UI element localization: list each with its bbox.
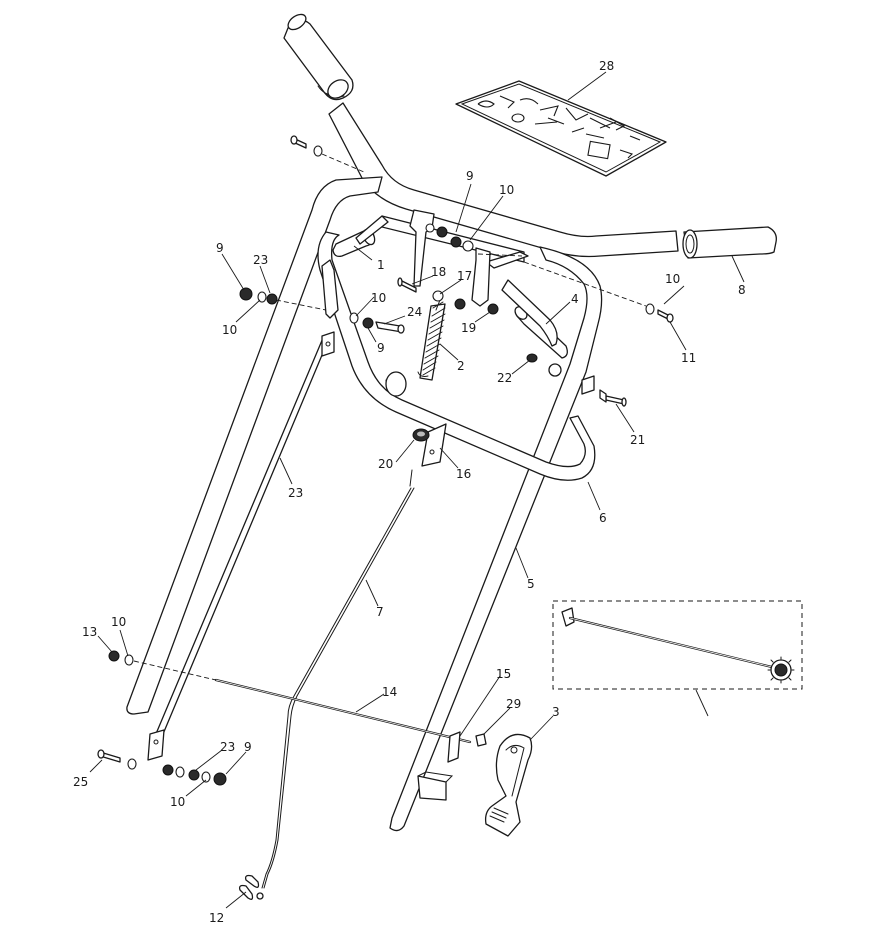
part-24-link-rod [147, 259, 339, 761]
lower-left-hardware-13-10 [108, 650, 217, 681]
callout-10: 10 [665, 272, 680, 286]
callout-16: 16 [456, 467, 471, 481]
part-6-lower-frame [317, 231, 596, 481]
callout-11: 11 [681, 351, 696, 365]
top-bolt-hardware [290, 135, 365, 173]
callout-1: 1 [377, 258, 385, 272]
callout-23: 23 [253, 253, 268, 267]
part-22-nut [526, 353, 562, 377]
callout-3: 3 [552, 705, 560, 719]
callout-27: 28 [599, 59, 614, 73]
part-5-handle-frame [126, 176, 603, 832]
part-3-pedal [484, 733, 533, 837]
top-center-hardware [425, 223, 523, 257]
part-28-pin [475, 733, 487, 747]
knob-icon [767, 656, 795, 684]
callout-14: 14 [382, 685, 397, 699]
callout-19: 19 [461, 321, 476, 335]
callout-21: 21 [630, 433, 645, 447]
callout-23: 23 [220, 740, 235, 754]
rear-tube [501, 279, 558, 347]
callout-24: 23 [288, 486, 303, 500]
callout-26: 25 [73, 775, 88, 789]
callout-13: 13 [82, 625, 97, 639]
hardware-25-9-10 [349, 312, 405, 334]
callout-25: 24 [407, 305, 422, 319]
callout-20: 20 [378, 457, 393, 471]
part-29-rod-assembly [552, 600, 803, 690]
callout-9: 9 [216, 241, 224, 255]
callout-7: 7 [376, 605, 384, 619]
lower-hardware-26-23-9-10 [97, 749, 227, 786]
left-upper-hardware [239, 287, 327, 311]
part-7-cable [256, 469, 415, 900]
callout-18: 18 [431, 265, 446, 279]
callout-10: 10 [111, 615, 126, 629]
leader-lines [89, 71, 745, 909]
part-2-spring [417, 299, 446, 381]
part-20-nut [412, 428, 430, 442]
callout-10: 10 [170, 795, 185, 809]
part-14-rod [214, 678, 472, 744]
callout-12: 12 [209, 911, 224, 925]
part-12-clip [238, 874, 260, 900]
callout-10: 10 [499, 183, 514, 197]
callout-2: 2 [457, 359, 465, 373]
callout-labels: 28 9 10 9 23 10 1 10 9 24 18 17 19 2 4 2… [73, 59, 746, 925]
part-15-bracket [417, 731, 461, 801]
callout-22: 22 [497, 371, 512, 385]
callout-10: 10 [222, 323, 237, 337]
callout-4: 4 [571, 292, 579, 306]
upper-handlebar [283, 13, 777, 259]
callout-8: 8 [738, 283, 746, 297]
callout-9: 9 [244, 740, 252, 754]
right-hardware-10-11 [523, 261, 674, 323]
callout-28: 29 [506, 697, 521, 711]
callout-5: 5 [527, 577, 535, 591]
part-21-bolt [581, 375, 627, 407]
callout-15: 15 [496, 667, 511, 681]
callout-17: 17 [457, 269, 472, 283]
part-27-decal [455, 80, 667, 177]
callout-9: 9 [377, 341, 385, 355]
callout-9: 9 [466, 169, 474, 183]
callout-6: 6 [599, 511, 607, 525]
part-4-spacer-tube [514, 306, 568, 359]
callout-10: 10 [371, 291, 386, 305]
